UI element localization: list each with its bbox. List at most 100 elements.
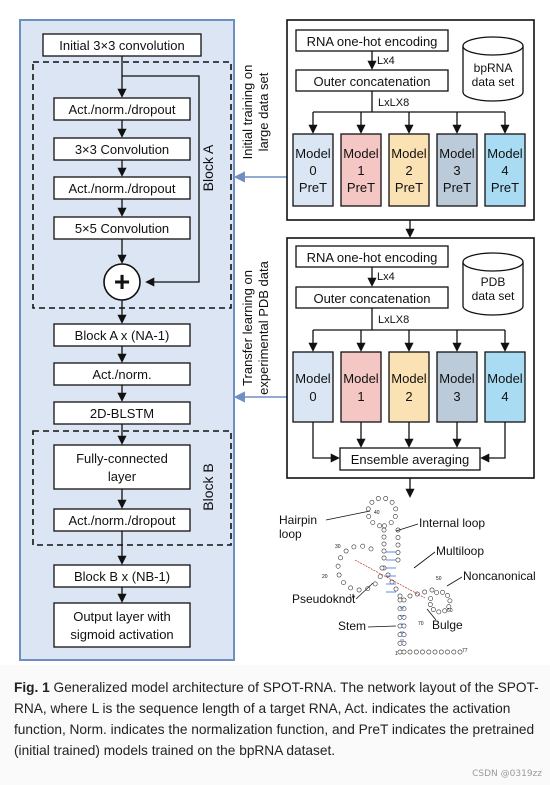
residue-number: 77 xyxy=(462,648,468,654)
multiloop-label: Multiloop xyxy=(436,544,484,558)
nucleotide xyxy=(446,604,452,610)
model-label: Model xyxy=(391,371,427,386)
block-a-item-label: 5×5 Convolution xyxy=(75,221,169,236)
internal-loop-label: Internal loop xyxy=(419,516,485,530)
nucleotide xyxy=(360,543,366,549)
nucleotide xyxy=(392,514,398,519)
nucleotide xyxy=(432,649,438,655)
model-label: PreT xyxy=(395,180,423,195)
block-a-item-label: 3×3 Convolution xyxy=(75,142,169,157)
nucleotide xyxy=(426,649,432,655)
nucleotide xyxy=(397,623,403,629)
nucleotide xyxy=(397,593,403,599)
model-label: PreT xyxy=(347,180,375,195)
block-b-repeat-label: Block B x (NB-1) xyxy=(74,569,170,584)
nucleotide xyxy=(427,602,433,607)
output-layer-box xyxy=(53,602,191,648)
transfer-learning-pipeline: Transfer learning on experimental PDB da… xyxy=(240,237,535,479)
model-label: Model xyxy=(487,146,523,161)
residue-number: 40 xyxy=(374,510,380,516)
model-label: 3 xyxy=(453,163,460,178)
db-label-line1: PDB xyxy=(481,275,506,289)
dim-label: Lx4 xyxy=(377,271,395,283)
model-label: 0 xyxy=(309,389,316,404)
figure-number: Fig. 1 xyxy=(14,680,50,695)
residue-number: 60 xyxy=(447,608,453,614)
architecture-diagram: Block A Initial 3×3 convolution Act./nor… xyxy=(19,19,536,661)
fc-layer-line2: layer xyxy=(108,469,137,484)
block-a-item-label: Act./norm./dropout xyxy=(69,181,176,196)
ensemble-label: Ensemble averaging xyxy=(351,452,470,467)
model-label: Model xyxy=(487,371,523,386)
nucleotide xyxy=(451,649,457,655)
nucleotide xyxy=(377,523,382,529)
db-label-line2: data set xyxy=(472,289,515,303)
model-label: PreT xyxy=(491,180,519,195)
nucleotide xyxy=(377,574,383,579)
model-label: 0 xyxy=(309,163,316,178)
nucleotide xyxy=(445,593,450,598)
nucleotide xyxy=(365,586,371,591)
database-icon: PDB data set xyxy=(462,252,524,316)
nucleotide xyxy=(422,589,428,595)
nucleotide xyxy=(368,546,374,552)
model-label: Model xyxy=(343,146,379,161)
nucleotide xyxy=(365,506,371,512)
nucleotide xyxy=(389,499,395,505)
nucleotide xyxy=(401,597,407,603)
ensemble-box xyxy=(339,447,481,471)
nucleotide xyxy=(381,541,387,547)
nucleotide xyxy=(369,499,375,505)
model-label: PreT xyxy=(299,180,327,195)
nucleotide xyxy=(401,649,407,655)
caption-background xyxy=(0,665,550,785)
nucleotide xyxy=(336,572,342,578)
residue-number: 50 xyxy=(436,576,442,582)
nucleotide xyxy=(375,496,381,501)
residue-number: 1 xyxy=(395,651,398,657)
block-a-region xyxy=(32,61,232,309)
pseudoknot-bond xyxy=(354,559,426,599)
fc-layer-line1: Fully-connected xyxy=(76,451,168,466)
model-box xyxy=(436,133,478,207)
nucleotide xyxy=(401,632,407,638)
transfer-label-line2: experimental PDB data xyxy=(256,260,271,394)
nucleotide xyxy=(438,649,444,655)
nucleotide xyxy=(397,640,403,646)
block-b-region xyxy=(32,430,232,546)
residue-number: 70 xyxy=(418,621,424,627)
nucleotide xyxy=(381,555,387,561)
nucleotide xyxy=(401,606,407,612)
nucleotide xyxy=(442,608,448,614)
initial-conv-label: Initial 3×3 convolution xyxy=(59,38,184,53)
concat-label: Outer concatenation xyxy=(313,291,430,306)
nucleotide xyxy=(407,593,413,599)
db-label-line1: bpRNA xyxy=(474,61,513,75)
nucleotide xyxy=(397,632,403,638)
residue-number: 20 xyxy=(322,574,328,580)
nucleotide xyxy=(379,565,385,571)
model-label: 1 xyxy=(357,163,364,178)
residue-number: 30 xyxy=(335,544,341,550)
initial-training-label-line2: large data set xyxy=(256,72,271,151)
model-label: Model xyxy=(439,371,475,386)
model-label: Model xyxy=(343,371,379,386)
initial-training-pipeline: Initial training on large data set RNA o… xyxy=(240,19,535,221)
nucleotide xyxy=(395,535,401,540)
model-label: Model xyxy=(295,146,331,161)
nucleotide xyxy=(370,520,376,525)
nucleotide xyxy=(381,523,387,529)
output-layer-line2: sigmoid activation xyxy=(70,627,173,642)
nucleotide xyxy=(372,581,378,587)
nucleotide xyxy=(397,597,403,603)
block-a-item-label: Act./norm./dropout xyxy=(69,102,176,117)
nucleotide xyxy=(397,649,403,655)
model-architecture-panel: Block A Initial 3×3 convolution Act./nor… xyxy=(19,19,235,661)
nucleotide-chain xyxy=(335,496,463,655)
nucleotide xyxy=(351,544,357,550)
figure-caption: Fig. 1 Generalized model architecture of… xyxy=(14,677,540,761)
model-label: Model xyxy=(391,146,427,161)
